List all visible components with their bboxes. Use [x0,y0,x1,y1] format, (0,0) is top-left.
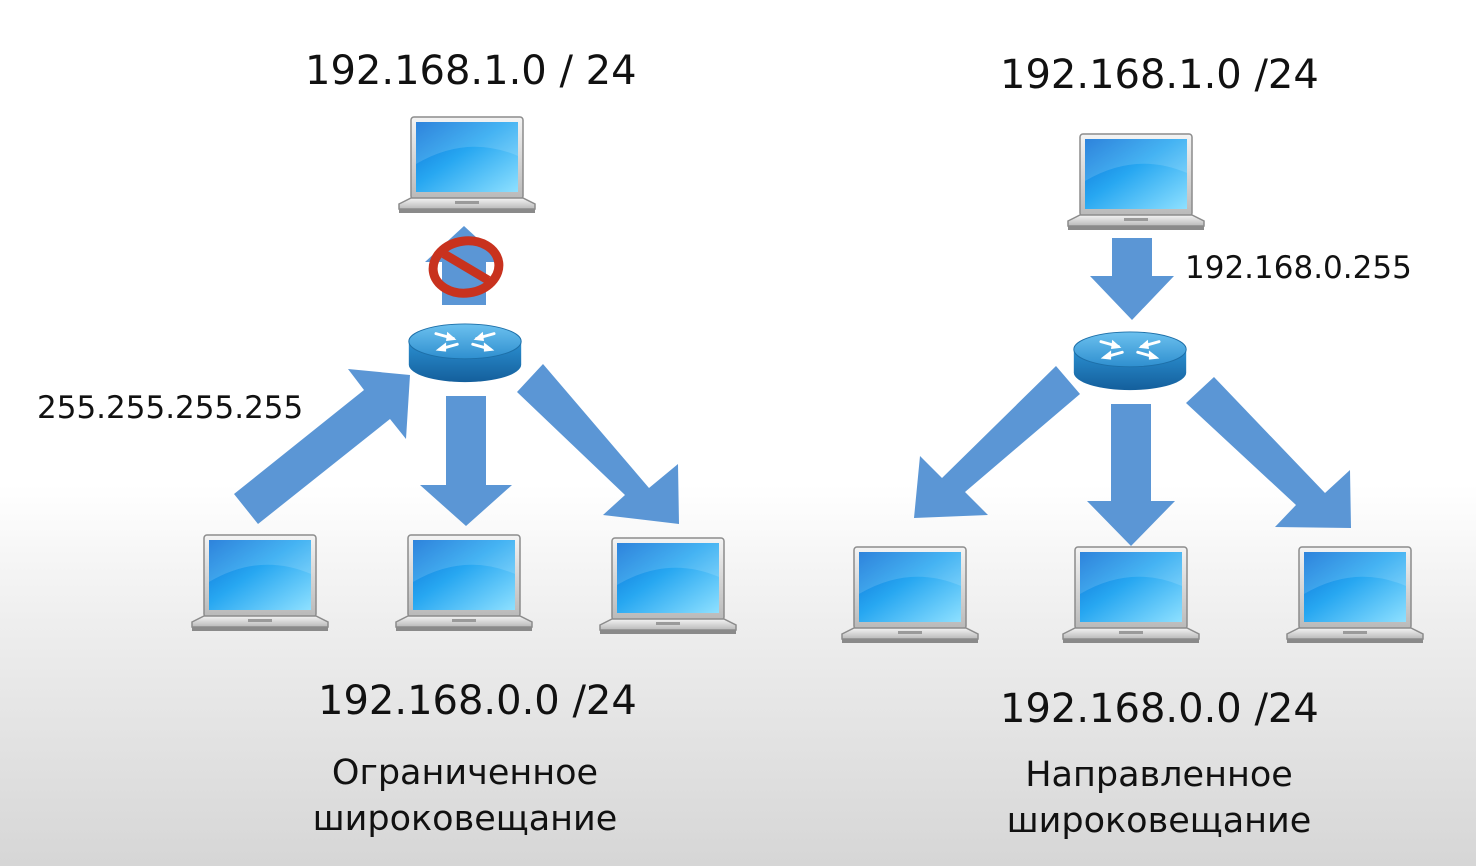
right-caption-line2: широковещание [1006,801,1312,841]
no-entry-icon [428,236,504,298]
arrow-down-middle [420,396,512,526]
laptop-icon [599,537,737,635]
right-caption: Направленное широковещание [984,752,1334,844]
left-caption-line1: Ограниченное [331,753,599,793]
left-broadcast-address-label: 255.255.255.255 [37,390,304,426]
laptop-icon [395,534,533,632]
arrow-down-right [1186,377,1351,528]
laptop-icon [1286,546,1424,644]
arrow-incoming [234,369,410,524]
arrow-down-middle [1087,404,1175,546]
left-bottom-network-label: 192.168.0.0 /24 [318,678,637,724]
router-icon [1072,330,1188,392]
right-panel [841,133,1424,644]
right-top-network-label: 192.168.1.0 /24 [1000,52,1319,98]
router-icon [407,322,523,384]
laptop-icon [841,546,979,644]
laptop-icon [398,116,536,214]
left-top-network-label: 192.168.1.0 / 24 [305,48,637,94]
laptop-icon [1067,133,1205,231]
arrow-down-left [914,366,1080,518]
left-caption-line2: широковещание [312,799,618,839]
laptop-icon [191,534,329,632]
right-broadcast-address-label: 192.168.0.255 [1185,250,1412,286]
arrow-down-to-router [1090,238,1174,320]
left-caption: Ограниченное широковещание [290,750,640,842]
laptop-icon [1062,546,1200,644]
right-bottom-network-label: 192.168.0.0 /24 [1000,686,1319,732]
right-caption-line1: Направленное [1025,755,1293,795]
left-panel [191,116,737,635]
arrow-down-right [517,364,679,524]
